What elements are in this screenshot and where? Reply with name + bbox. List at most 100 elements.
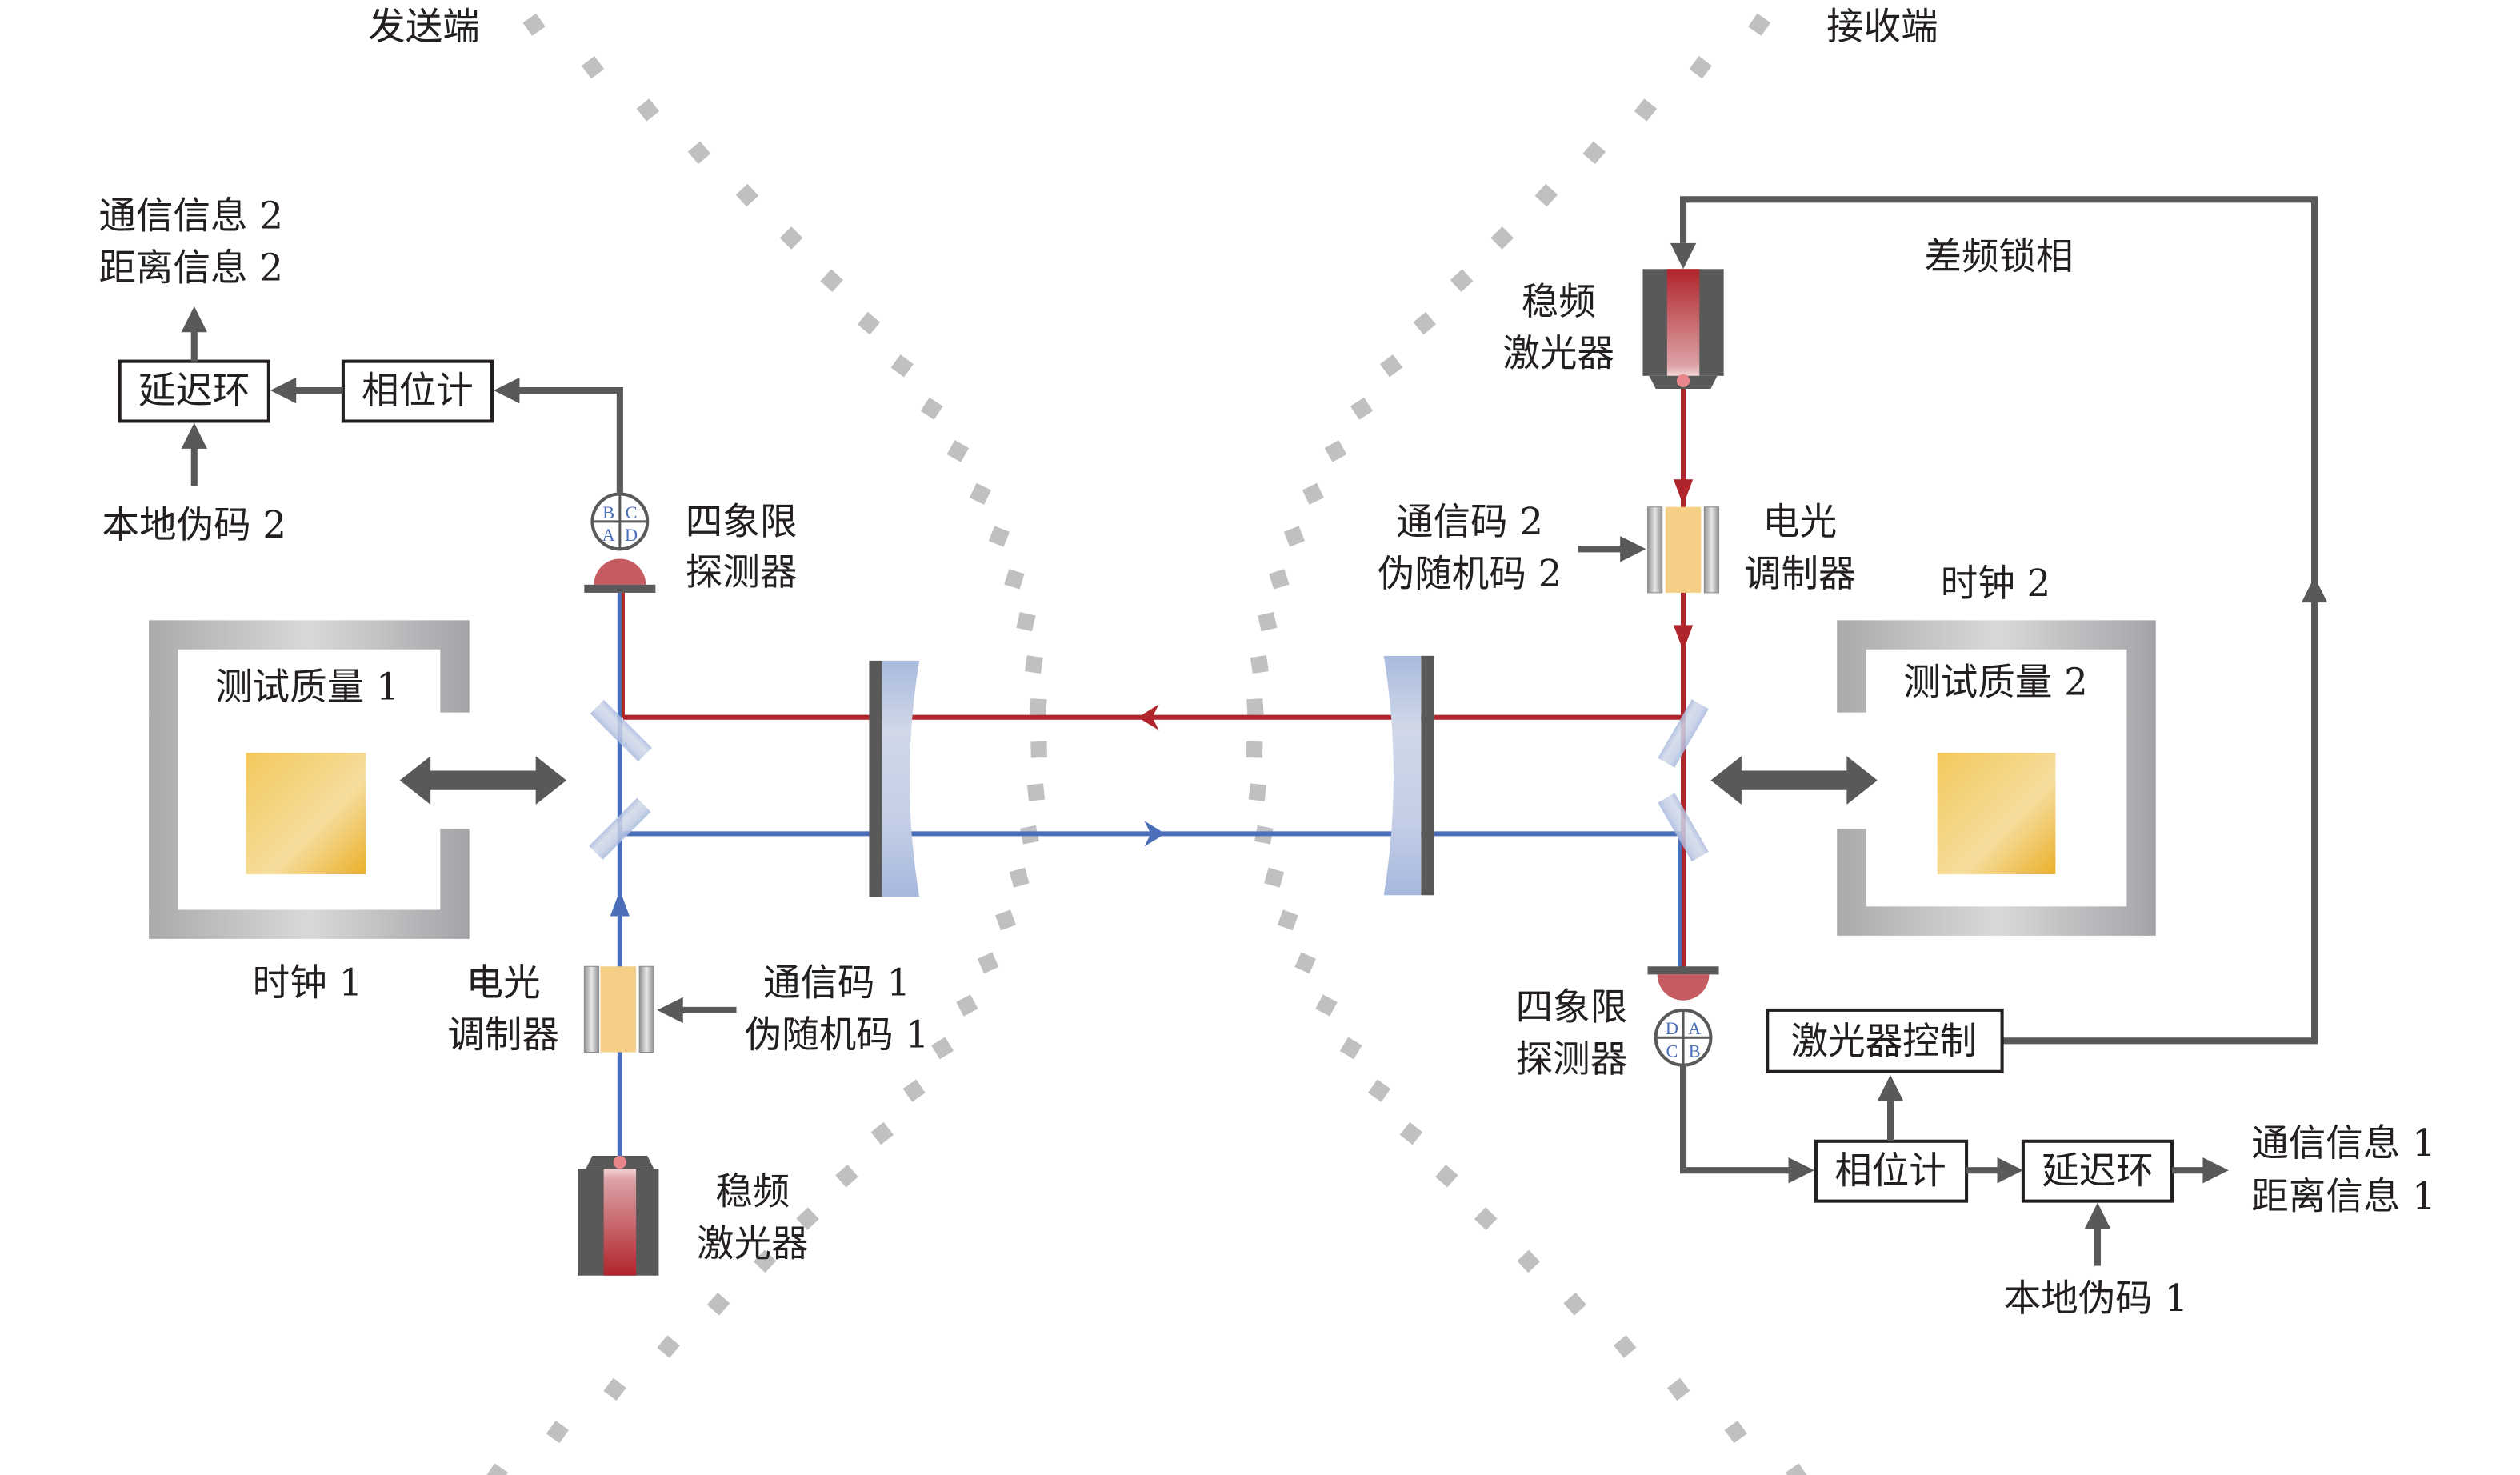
boundary-dot [835,1164,858,1188]
boundary-dot [657,1335,680,1358]
receiver-local-code: 本地伪码 1 [2004,1277,2188,1320]
qpd-quadrant: A [602,525,615,545]
boundary-dot [1277,909,1298,931]
boundary-dot [1339,1037,1362,1060]
boundary-dot [1748,13,1771,36]
receiver-test-mass-housing: 测试质量 2 [1837,620,2156,936]
sender-phasemeter-block: 相位计 [341,359,494,423]
boundary-dot [1248,783,1266,801]
boundary-dot [1246,741,1263,758]
boundary-dot [1004,569,1025,590]
sender-delay-loop-label: 延迟环 [138,369,250,412]
sender-title: 发送端 [368,5,480,48]
sender-output-comm-info: 通信信息 2 [99,194,283,238]
boundary-dot [485,1463,508,1475]
qpd-quadrant: C [626,502,638,522]
receiver-qpd-label-1: 四象限 [1516,985,1628,1029]
receiver-telescope-mirror [1383,655,1434,896]
receiver-electro-optic-modulator [1647,506,1720,594]
boundary-dot [1434,1164,1458,1188]
boundary-dot [1724,1420,1747,1444]
boundary-dot [687,141,711,165]
receiver-phasemeter-block: 相位计 [1814,1139,1969,1203]
boundary-dot [946,440,970,462]
boundary-dot [1399,1121,1423,1145]
receiver-output-comm-info: 通信信息 1 [2251,1121,2435,1165]
receiver-code-label-2: 伪随机码 2 [1378,552,1562,595]
boundary-dot [1009,867,1030,888]
boundary-dot [1563,1293,1586,1316]
boundary-dot [1250,655,1269,674]
receiver-stabilized-laser [1642,269,1724,390]
boundary-dot [1517,1249,1540,1273]
qpd-quadrant: A [1688,1018,1701,1038]
sender-eom-label-1: 电光 [466,961,541,1005]
qpd-quadrant: D [625,525,638,545]
sender-local-code: 本地伪码 2 [102,503,286,546]
boundary-dot [977,952,999,974]
boundary-dot [1246,698,1264,716]
sender-code-label-2: 伪随机码 1 [745,1013,929,1056]
boundary-dot [753,1249,777,1273]
boundary-dot [1490,226,1514,250]
boundary-dot [1666,1377,1690,1401]
qpd-quadrant: D [1666,1018,1678,1038]
boundary-dot [1264,867,1285,888]
receiver-double-arrow-icon [1710,756,1878,805]
receiver-laser-control-block: 激光器控制 [1766,1008,2004,1073]
sender-delay-loop-block: 延迟环 [118,359,270,423]
sender-laser-label-2: 激光器 [697,1221,809,1265]
boundary-dot [1024,655,1043,674]
receiver-delay-loop-label: 延迟环 [2042,1149,2154,1192]
boundary-dot [522,13,546,36]
receiver-clock-label: 时钟 2 [1941,562,2050,605]
receiver-eom-label-2: 调制器 [1744,552,1856,595]
boundary-dot [1350,397,1374,420]
sender-output-range-info: 距离信息 2 [99,246,283,289]
sender-beam-splitter-2 [589,797,651,860]
sender-code-label-1: 通信码 1 [763,961,910,1005]
receiver-quadrant-detector: D A C B [1647,966,1719,1067]
sender-test-mass-label: 测试质量 1 [215,665,399,708]
boundary-dot [969,482,991,505]
sender-telescope-mirror [869,660,920,897]
boundary-dot [890,354,914,378]
boundary-dot [1324,440,1347,462]
boundary-dot [1582,141,1606,165]
boundary-dot [735,183,759,207]
qpd-quadrant: B [1689,1041,1701,1061]
receiver-code-label-1: 通信码 2 [1396,500,1543,543]
test-mass-1 [246,753,366,874]
boundary-dot [1534,183,1558,207]
boundary-dot [1474,1207,1498,1230]
blue-beam-direction-arrow [1144,821,1166,847]
boundary-dot [1689,56,1712,79]
boundary-dot [779,226,803,250]
receiver-output-range-info: 距离信息 1 [2251,1175,2435,1218]
sender-quadrant-detector: B C A D [584,492,656,593]
receiver-title: 接收端 [1826,5,1938,48]
sender-electro-optic-modulator [583,965,654,1053]
photodiode-icon [594,558,646,585]
boundary-dot [1283,526,1306,547]
receiver-pll-label: 差频锁相 [1925,234,2074,278]
boundary-dot [546,1420,570,1444]
boundary-dot [902,1079,926,1102]
sender-qpd-label-1: 四象限 [686,500,798,543]
sender-stabilized-laser [578,1155,659,1276]
boundary-dot [1294,952,1317,974]
boundary-dot [870,1121,894,1145]
boundary-dot [1379,354,1403,378]
receiver-boundary-arc [1246,13,1808,1475]
boundary-dot [820,269,843,292]
boundary-dot [956,994,978,1017]
sender-clock-label: 时钟 1 [253,961,362,1005]
boundary-dot [857,311,881,335]
boundary-dot [1634,98,1658,122]
boundary-dot [1016,612,1036,632]
sender-test-mass-housing: 测试质量 1 [149,620,470,939]
sender-signal-arrows [181,306,623,493]
boundary-dot [1413,311,1436,335]
receiver-test-mass-label: 测试质量 2 [1903,660,2087,703]
